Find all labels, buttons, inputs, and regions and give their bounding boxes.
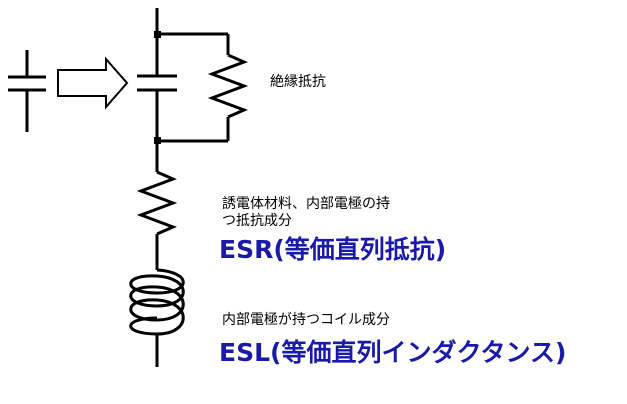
- equivalent-circuit: [129, 8, 249, 367]
- esl-inductor: [129, 268, 185, 336]
- esr-name-label: ESR(等価直列抵抗): [219, 235, 447, 264]
- esr-description-line2: つ抵抗成分: [222, 213, 292, 229]
- junction-dot: [154, 137, 161, 144]
- arrow-right-icon: [57, 56, 129, 110]
- esr-description-line1: 誘電体材料、内部電極の持: [222, 196, 390, 212]
- insulation-resistor: [157, 32, 249, 143]
- esr-resistor: [136, 170, 178, 236]
- junction-dot: [154, 31, 161, 38]
- insulation-resistance-label: 絶縁抵抗: [270, 74, 326, 90]
- esl-description-label: 内部電極が持つコイル成分: [222, 312, 390, 328]
- esl-name-label: ESL(等価直列インダクタンス): [219, 338, 567, 367]
- capacitor-symbol-icon: [8, 50, 46, 132]
